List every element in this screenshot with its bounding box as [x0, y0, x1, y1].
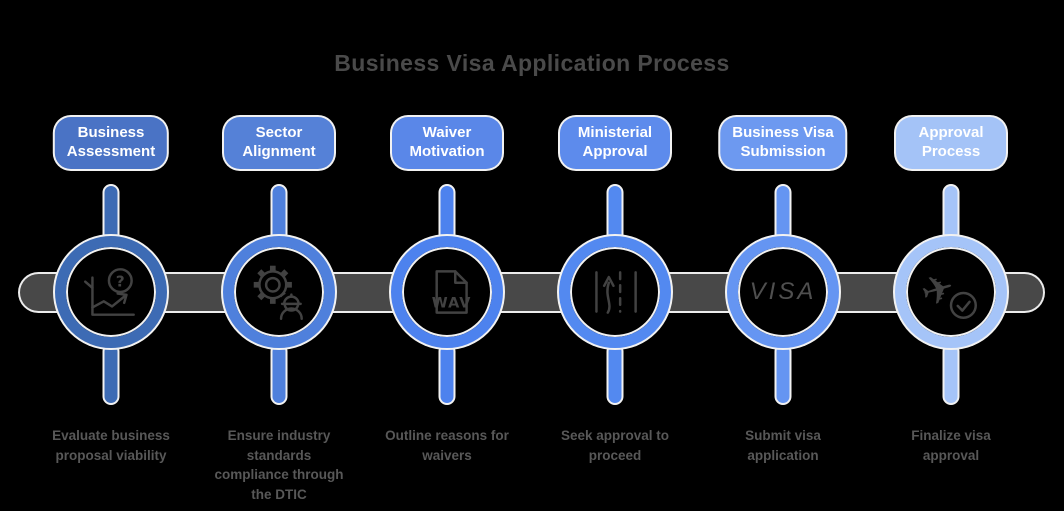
process-step-waiver-motivation: Waiver Motivation WAV Outline reasons fo…	[363, 0, 531, 511]
connector-stem-top	[608, 186, 622, 246]
step-label-line: Business	[77, 124, 145, 141]
step-description: Submit visa application	[745, 428, 821, 463]
connector-stem-top	[272, 186, 286, 246]
connector-stem-bottom	[104, 345, 118, 403]
step-label-line: Approval	[582, 142, 648, 160]
step-label-line: Submission	[740, 142, 826, 160]
step-label-line: Sector	[255, 124, 303, 141]
step-label-line: Approval	[918, 124, 984, 141]
connector-stem-bottom	[776, 345, 790, 403]
step-description: Outline reasons for waivers	[385, 428, 509, 463]
timeline-bar	[20, 274, 1043, 311]
step-description: Evaluate business proposal viability	[52, 428, 170, 463]
gear-worker-icon	[253, 265, 305, 321]
connector-stem-top	[944, 186, 958, 246]
step-label-pill: Sector Alignment	[224, 117, 334, 169]
connector-stem-bottom	[272, 345, 286, 403]
wav-file-icon: WAV	[432, 270, 472, 314]
step-label-line: Alignment	[242, 142, 316, 160]
question-mark-glyph: ?	[116, 272, 125, 290]
step-label-line: Ministerial	[577, 124, 653, 141]
step-circle: VISA	[727, 236, 839, 348]
connector-stem-bottom	[944, 345, 958, 403]
step-label-line: Process	[921, 142, 981, 160]
step-circle	[559, 236, 671, 348]
step-label-line: Business Visa	[732, 124, 834, 141]
plane-check-icon: ✈	[918, 265, 977, 320]
step-description: Seek approval to proceed	[560, 428, 670, 463]
step-description: Finalize visa approval	[911, 428, 991, 463]
wav-label: WAV	[432, 295, 472, 311]
step-label-line: Waiver	[422, 124, 472, 141]
connector-stem-bottom	[608, 345, 622, 403]
step-circle: ?	[55, 236, 167, 348]
process-step-ministerial-approval: Ministerial Approval Seek approval to pr…	[531, 0, 699, 511]
step-label-pill: Waiver Motivation	[392, 117, 502, 169]
step-label-pill: Business Visa Submission	[720, 117, 846, 169]
step-label-line: Motivation	[409, 142, 485, 160]
step-circle	[223, 236, 335, 348]
connector-stem-bottom	[440, 345, 454, 403]
process-step-approval-process: Approval Process ✈ Finalize visa approva…	[867, 0, 1035, 511]
lane-change-icon	[595, 271, 637, 314]
step-circle: WAV	[391, 236, 503, 348]
page-title: Business Visa Application Process	[334, 50, 730, 76]
visa-text-icon: VISA	[749, 278, 817, 305]
growth-chart-question-icon: ?	[83, 268, 135, 316]
step-label-pill: Approval Process	[896, 117, 1006, 169]
process-step-business-assessment: Business Assessment ? Evaluate business …	[27, 0, 195, 511]
step-label-pill: Business Assessment	[54, 117, 168, 169]
step-description: Ensure industry standards compliance thr…	[214, 428, 344, 502]
connector-stem-top	[776, 186, 790, 246]
process-step-sector-alignment: Sector Alignment	[195, 0, 363, 511]
process-step-business-visa-submission: Business Visa Submission VISA Submit vis…	[699, 0, 867, 511]
step-circle: ✈	[895, 236, 1007, 348]
connector-stem-top	[440, 186, 454, 246]
step-label-pill: Ministerial Approval	[560, 117, 670, 169]
step-label-line: Assessment	[66, 142, 156, 160]
connector-stem-top	[104, 186, 118, 246]
